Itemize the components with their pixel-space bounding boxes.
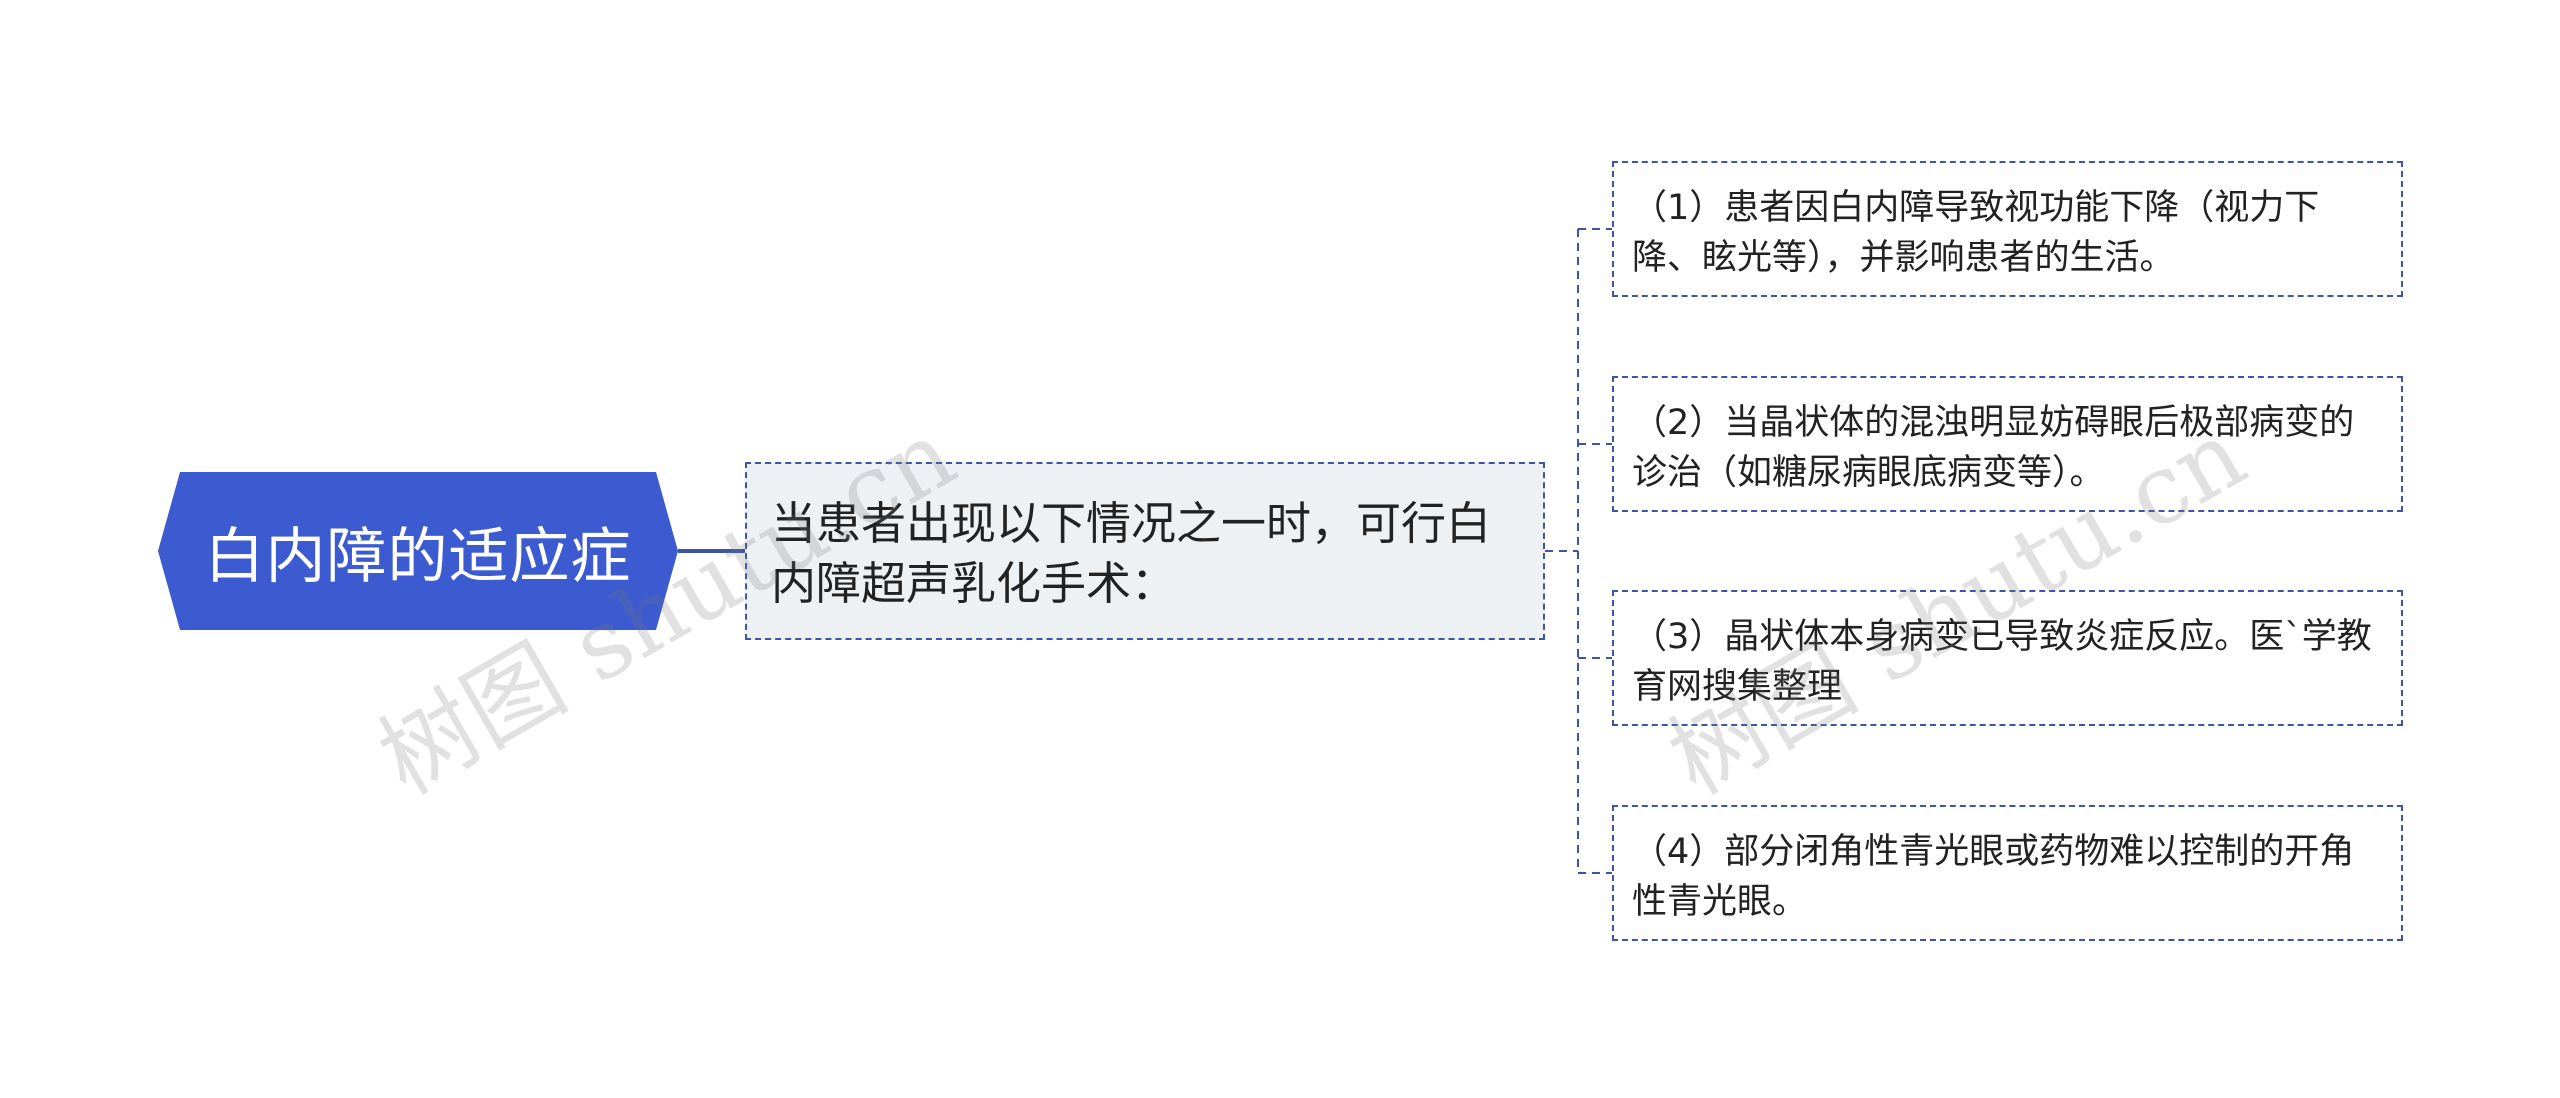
root-topic-label: 白内障的适应症 (204, 521, 632, 592)
leaf-node-2[interactable]: （2）当晶状体的混浊明显妨碍眼后极部病变的诊治（如糖尿病眼底病变等）。 (1612, 376, 2403, 512)
root-topic-node[interactable]: 白内障的适应症 (158, 472, 678, 630)
leaf-node-4[interactable]: （4）部分闭角性青光眼或药物难以控制的开角性青光眼。 (1612, 805, 2403, 941)
leaf-label-4: （4）部分闭角性青光眼或药物难以控制的开角性青光眼。 (1632, 832, 2355, 922)
leaf-node-1[interactable]: （1）患者因白内障导致视功能下降（视力下降、眩光等），并影响患者的生活。 (1612, 161, 2403, 297)
leaf-label-1: （1）患者因白内障导致视功能下降（视力下降、眩光等），并影响患者的生活。 (1632, 188, 2320, 278)
middle-to-leaves-connector (1545, 228, 1612, 874)
root-hexagon-shape (158, 472, 678, 630)
subtopic-node[interactable]: 当患者出现以下情况之一时，可行白内障超声乳化手术： (745, 462, 1545, 640)
leaf-label-3: （3）晶状体本身病变已导致炎症反应。医`学教育网搜集整理 (1632, 617, 2372, 707)
leaf-node-3[interactable]: （3）晶状体本身病变已导致炎症反应。医`学教育网搜集整理 (1612, 590, 2403, 726)
leaf-label-2: （2）当晶状体的混浊明显妨碍眼后极部病变的诊治（如糖尿病眼底病变等）。 (1632, 403, 2355, 493)
subtopic-label: 当患者出现以下情况之一时，可行白内障超声乳化手术： (771, 497, 1492, 610)
